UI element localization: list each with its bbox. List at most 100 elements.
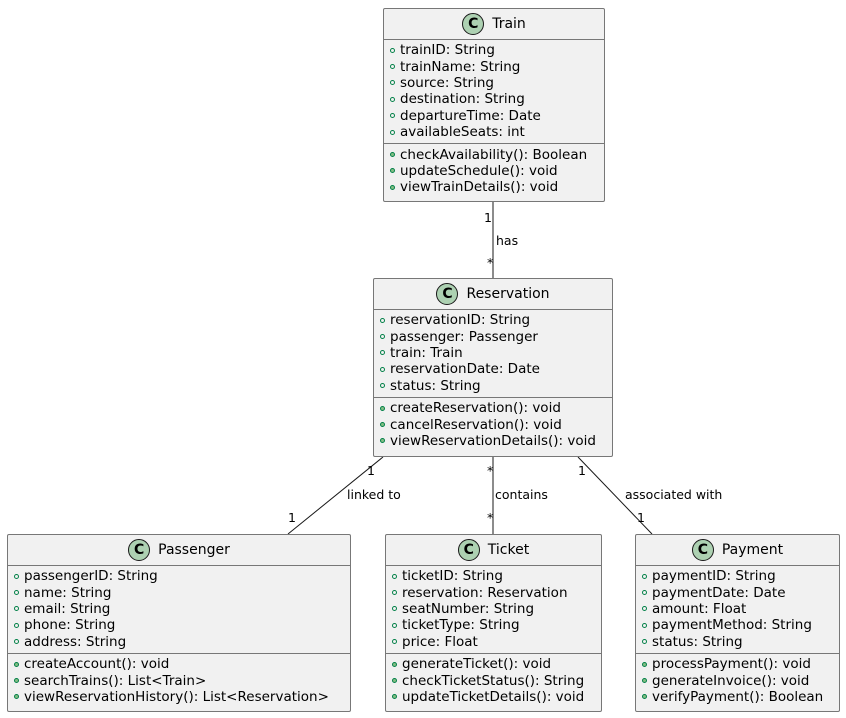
method-row: viewReservationDetails(): void	[380, 433, 612, 449]
class-payment-methods: processPayment(): void generateInvoice()…	[636, 654, 839, 708]
class-train[interactable]: C Train trainID: String trainName: Strin…	[383, 8, 605, 202]
public-visibility-icon	[14, 590, 19, 596]
class-passenger[interactable]: C Passenger passengerID: String name: St…	[7, 534, 351, 712]
public-visibility-icon	[390, 113, 395, 119]
class-icon: C	[128, 539, 151, 561]
attribute-row: ticketType: String	[392, 617, 601, 633]
class-icon: C	[457, 539, 480, 561]
multiplicity-reservation-side: 1	[367, 463, 375, 478]
public-visibility-icon	[392, 606, 397, 612]
attribute-row: amount: Float	[642, 601, 839, 617]
attribute-row: phone: String	[14, 617, 350, 633]
edge-reservation-payment	[577, 456, 653, 535]
attribute-row: reservationID: String	[380, 312, 612, 328]
edge-reservation-passenger	[287, 456, 384, 535]
public-method-icon	[392, 661, 397, 667]
public-visibility-icon	[392, 590, 397, 596]
attribute-row: trainID: String	[390, 42, 604, 58]
edge-label-contains: contains	[495, 487, 548, 502]
public-visibility-icon	[392, 573, 397, 579]
attribute-row: source: String	[390, 75, 604, 91]
attribute-row: paymentID: String	[642, 568, 839, 584]
class-reservation-name: Reservation	[466, 286, 550, 302]
class-icon: C	[691, 539, 714, 561]
public-method-icon	[380, 405, 385, 411]
public-method-icon	[14, 678, 19, 684]
public-method-icon	[642, 694, 647, 700]
public-method-icon	[14, 661, 19, 667]
attribute-row: availableSeats: int	[390, 124, 604, 140]
attribute-row: email: String	[14, 601, 350, 617]
class-ticket-attributes: ticketID: String reservation: Reservatio…	[386, 566, 601, 654]
class-passenger-methods: createAccount(): void searchTrains(): Li…	[8, 654, 350, 708]
method-row: viewReservationHistory(): List<Reservati…	[14, 689, 350, 705]
public-method-icon	[390, 168, 395, 174]
public-method-icon	[14, 694, 19, 700]
method-row: checkTicketStatus(): String	[392, 672, 601, 689]
multiplicity-payment-side: 1	[637, 510, 645, 525]
public-visibility-icon	[392, 639, 397, 645]
multiplicity-reservation-side: 1	[578, 463, 586, 478]
multiplicity-train-side: 1	[484, 210, 492, 225]
class-passenger-header: C Passenger	[8, 535, 350, 566]
method-row: searchTrains(): List<Train>	[14, 672, 350, 689]
attribute-row: address: String	[14, 634, 350, 650]
public-visibility-icon	[14, 573, 19, 579]
class-train-attributes: trainID: String trainName: String source…	[384, 40, 604, 145]
public-visibility-icon	[380, 350, 385, 356]
public-visibility-icon	[380, 334, 385, 340]
public-visibility-icon	[380, 383, 385, 389]
public-visibility-icon	[380, 317, 385, 323]
attribute-row: status: String	[642, 634, 839, 650]
attribute-row: reservation: Reservation	[392, 584, 601, 601]
multiplicity-reservation-side: *	[487, 463, 494, 478]
class-ticket[interactable]: C Ticket ticketID: String reservation: R…	[385, 534, 602, 712]
attribute-row: status: String	[380, 378, 612, 394]
method-row: updateSchedule(): void	[390, 163, 604, 179]
class-reservation-header: C Reservation	[374, 279, 612, 310]
public-visibility-icon	[642, 622, 647, 628]
public-visibility-icon	[642, 639, 647, 645]
public-method-icon	[392, 694, 397, 700]
class-payment-attributes: paymentID: String paymentDate: Date amou…	[636, 566, 839, 654]
attribute-row: passenger: Passenger	[380, 328, 612, 345]
attribute-row: name: String	[14, 584, 350, 601]
public-visibility-icon	[390, 80, 395, 86]
public-visibility-icon	[14, 639, 19, 645]
method-row: generateTicket(): void	[392, 656, 601, 672]
class-ticket-methods: generateTicket(): void checkTicketStatus…	[386, 654, 601, 708]
class-passenger-attributes: passengerID: String name: String email: …	[8, 566, 350, 654]
public-visibility-icon	[390, 96, 395, 102]
attribute-row: trainName: String	[390, 58, 604, 75]
public-method-icon	[390, 184, 395, 190]
public-visibility-icon	[642, 606, 647, 612]
public-visibility-icon	[14, 622, 19, 628]
public-method-icon	[642, 678, 647, 684]
attribute-row: departureTime: Date	[390, 108, 604, 124]
public-visibility-icon	[390, 129, 395, 135]
attribute-row: seatNumber: String	[392, 601, 601, 617]
class-train-name: Train	[492, 16, 526, 32]
attribute-row: price: Float	[392, 634, 601, 650]
public-visibility-icon	[390, 47, 395, 53]
public-method-icon	[380, 438, 385, 444]
attribute-row: ticketID: String	[392, 568, 601, 584]
attribute-row: paymentDate: Date	[642, 584, 839, 601]
public-visibility-icon	[642, 573, 647, 579]
attribute-row: destination: String	[390, 91, 604, 107]
attribute-row: reservationDate: Date	[380, 361, 612, 377]
method-row: createAccount(): void	[14, 656, 350, 672]
class-reservation-methods: createReservation(): void cancelReservat…	[374, 398, 612, 452]
public-method-icon	[392, 678, 397, 684]
public-visibility-icon	[392, 622, 397, 628]
multiplicity-ticket-side: *	[487, 510, 494, 525]
method-row: cancelReservation(): void	[380, 416, 612, 433]
class-ticket-header: C Ticket	[386, 535, 601, 566]
attribute-row: train: Train	[380, 345, 612, 361]
class-reservation[interactable]: C Reservation reservationID: String pass…	[373, 278, 613, 457]
method-row: verifyPayment(): Boolean	[642, 689, 839, 705]
public-method-icon	[390, 152, 395, 158]
class-payment[interactable]: C Payment paymentID: String paymentDate:…	[635, 534, 840, 712]
class-reservation-attributes: reservationID: String passenger: Passeng…	[374, 310, 612, 398]
method-row: generateInvoice(): void	[642, 672, 839, 689]
